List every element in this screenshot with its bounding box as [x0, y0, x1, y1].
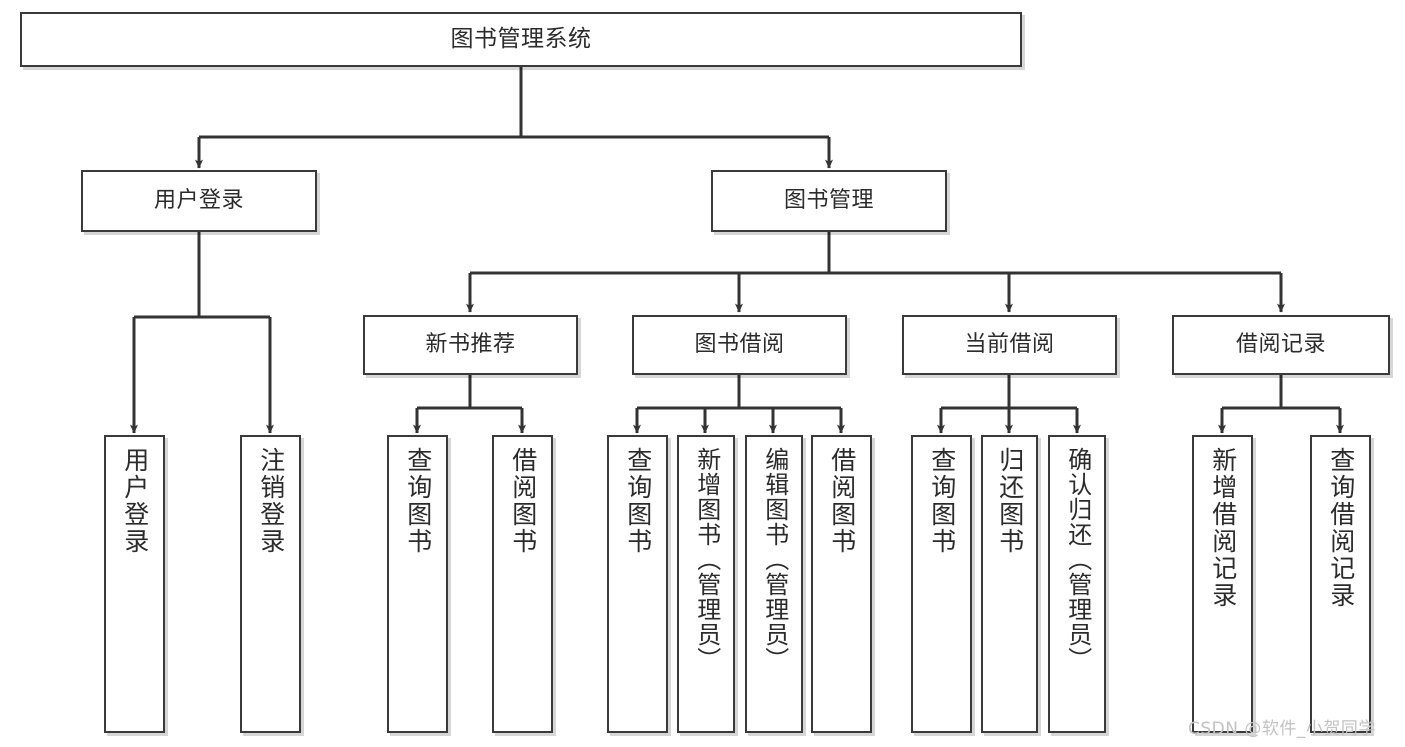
leaf-bookborrow-add-book-label: 新增图书（管理员）	[692, 447, 721, 672]
leaf-bookborrow-edit-book-label: 编辑图书（管理员）	[760, 447, 789, 672]
leaf-bookborrow-borrow-book-label: 借阅图书	[827, 447, 857, 555]
node-user-login-label: 用户登录	[153, 188, 244, 214]
leaf-logout[interactable]: 注销登录	[240, 435, 301, 733]
leaf-newbook-borrow-book[interactable]: 借阅图书	[492, 435, 553, 733]
node-current-borrow[interactable]: 当前借阅	[902, 315, 1117, 375]
node-new-book[interactable]: 新书推荐	[363, 315, 578, 375]
leaf-borrowrecord-add-record-label: 新增借阅记录	[1208, 447, 1238, 609]
leaf-logout-label: 注销登录	[256, 447, 286, 555]
leaf-currentborrow-return-book-label: 归还图书	[995, 447, 1025, 555]
leaf-currentborrow-query-book[interactable]: 查询图书	[911, 435, 972, 733]
node-borrow-record[interactable]: 借阅记录	[1172, 315, 1390, 375]
node-user-login[interactable]: 用户登录	[81, 170, 317, 232]
csdn-watermark: CSDN @软件_小贺同学	[1188, 719, 1376, 739]
node-new-book-label: 新书推荐	[425, 332, 516, 358]
leaf-currentborrow-return-book[interactable]: 归还图书	[981, 435, 1038, 733]
leaf-bookborrow-edit-book[interactable]: 编辑图书（管理员）	[745, 435, 803, 733]
leaf-bookborrow-add-book[interactable]: 新增图书（管理员）	[677, 435, 735, 733]
node-root[interactable]: 图书管理系统	[20, 12, 1022, 67]
leaf-borrowrecord-query-record-label: 查询借阅记录	[1326, 447, 1356, 609]
leaf-user-login[interactable]: 用户登录	[104, 435, 165, 733]
leaf-currentborrow-confirm-return[interactable]: 确认归还（管理员）	[1048, 435, 1106, 733]
leaf-currentborrow-confirm-return-label: 确认归还（管理员）	[1063, 447, 1092, 672]
leaf-newbook-query-book-label: 查询图书	[403, 447, 433, 555]
node-book-borrow-label: 图书借阅	[694, 332, 785, 358]
node-book-manage[interactable]: 图书管理	[711, 170, 947, 232]
node-book-borrow[interactable]: 图书借阅	[632, 315, 847, 375]
leaf-user-login-label: 用户登录	[120, 447, 150, 555]
leaf-bookborrow-query-book[interactable]: 查询图书	[607, 435, 668, 733]
leaf-currentborrow-query-book-label: 查询图书	[927, 447, 957, 555]
leaf-newbook-borrow-book-label: 借阅图书	[508, 447, 538, 555]
leaf-borrowrecord-add-record[interactable]: 新增借阅记录	[1192, 435, 1253, 733]
node-current-borrow-label: 当前借阅	[964, 332, 1055, 358]
node-book-manage-label: 图书管理	[783, 188, 874, 214]
leaf-newbook-query-book[interactable]: 查询图书	[387, 435, 448, 733]
leaf-bookborrow-borrow-book[interactable]: 借阅图书	[811, 435, 872, 733]
leaf-bookborrow-query-book-label: 查询图书	[623, 447, 653, 555]
node-root-label: 图书管理系统	[450, 25, 592, 52]
leaf-borrowrecord-query-record[interactable]: 查询借阅记录	[1310, 435, 1371, 733]
node-borrow-record-label: 借阅记录	[1235, 332, 1326, 358]
